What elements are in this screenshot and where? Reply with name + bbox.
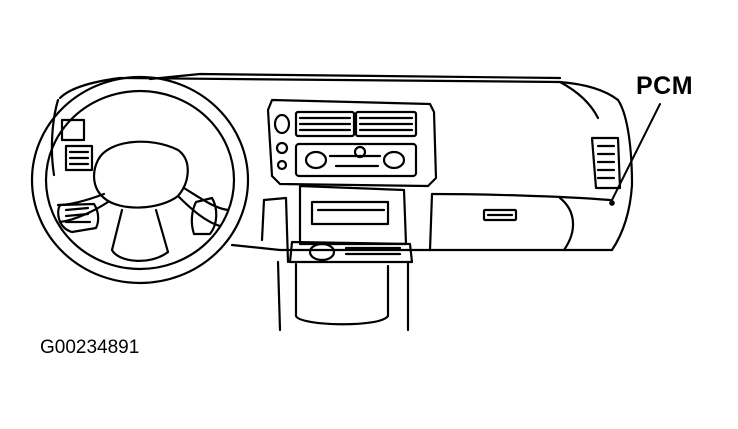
passenger-vent xyxy=(590,136,622,190)
center-console xyxy=(260,196,410,332)
pcm-label: PCM xyxy=(636,72,694,100)
center-stack xyxy=(266,98,438,264)
pcm-location-dot xyxy=(609,200,615,206)
figure-id: G00234891 xyxy=(40,337,140,358)
pcm-callout xyxy=(609,103,661,206)
glove-box xyxy=(428,192,612,252)
steering-wheel xyxy=(30,75,250,285)
